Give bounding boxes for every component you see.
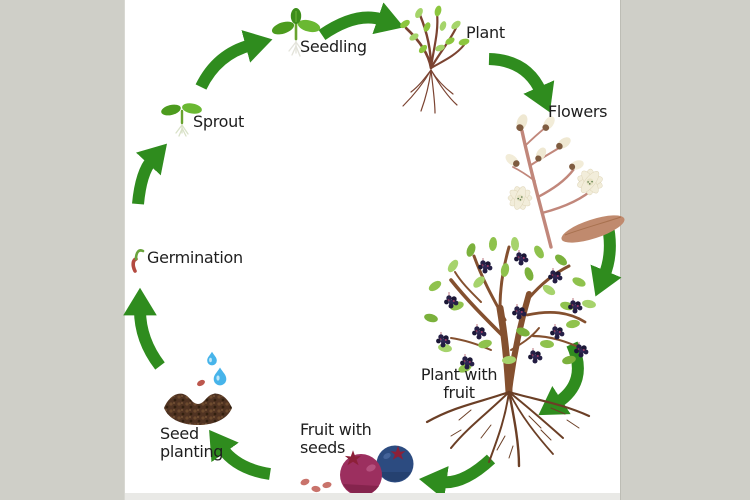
sprout-icon (161, 100, 203, 140)
flowers-icon (493, 105, 628, 250)
plant-with-fruit-label: Plant with fruit (420, 365, 498, 402)
fruit-with-seeds-label: Fruit with seeds (300, 420, 372, 457)
arrow-fruit-with-seeds-to-seed-planting (209, 429, 272, 480)
arrow-seedling-to-plant (318, 2, 404, 41)
flowers-label: Flowers (548, 102, 608, 121)
seed-planting-label: Seed planting (160, 424, 224, 461)
germination-icon (129, 247, 147, 273)
bottom-strip (125, 493, 620, 500)
plant-icon (393, 5, 471, 116)
arrow-plant-to-flowers (488, 53, 555, 113)
fruit-with-seeds-icon (297, 444, 429, 498)
arrow-germination-to-sprout (132, 143, 167, 205)
sprout-label: Sprout (193, 112, 244, 131)
diagram-canvas: Sprout Seedling (123, 0, 625, 500)
arrow-seed-planting-to-germination (123, 287, 165, 370)
germination-label: Germination (147, 248, 243, 267)
arrow-sprout-to-seedling (195, 30, 273, 90)
seed-planting-icon (161, 346, 235, 430)
plant-label: Plant (466, 23, 505, 42)
plant-with-fruit-icon (421, 236, 597, 468)
arrow-plant-with-fruit-to-fruit-with-seeds (419, 454, 496, 500)
seedling-icon (271, 8, 321, 60)
seedling-label: Seedling (300, 37, 367, 56)
